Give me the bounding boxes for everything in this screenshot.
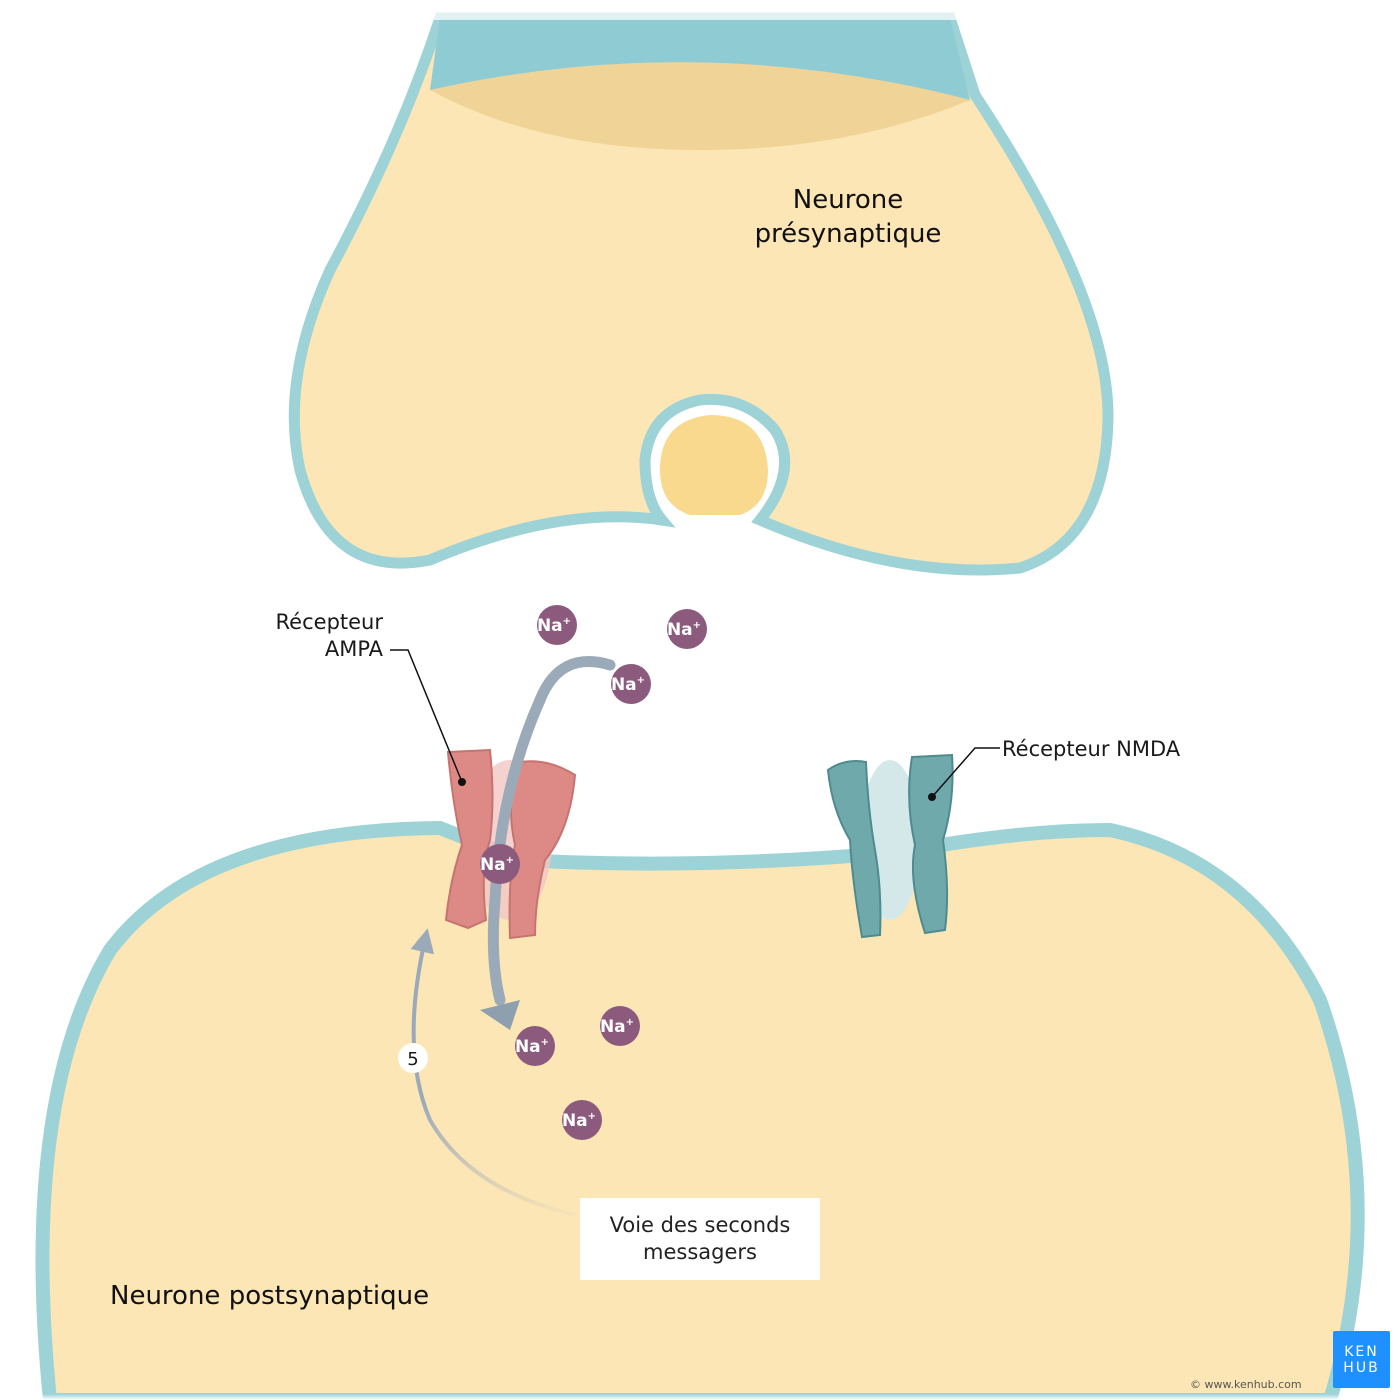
sodium-ion: Na+ bbox=[537, 605, 577, 645]
ampa-leader-line bbox=[390, 649, 463, 783]
second-messenger-arrow bbox=[410, 928, 576, 1217]
second-messenger-pathway-label: Voie des seconds messagers bbox=[580, 1198, 820, 1280]
nmda-leader-dot bbox=[928, 793, 936, 801]
second-messenger-line2: messagers bbox=[643, 1240, 757, 1264]
ion-flow-arrow bbox=[487, 656, 616, 1006]
sodium-ion: Na+ bbox=[515, 1026, 555, 1066]
postsynaptic-neuron bbox=[0, 820, 1400, 1400]
step-5-marker: 5 bbox=[398, 1043, 428, 1073]
presynaptic-label-line2: présynaptique bbox=[755, 219, 942, 249]
step-number: 5 bbox=[407, 1049, 418, 1070]
nmda-label: Récepteur NMDA bbox=[1002, 737, 1181, 761]
sodium-ion: Na+ bbox=[611, 664, 651, 704]
sodium-ion: Na+ bbox=[562, 1100, 602, 1140]
svg-text:Na+: Na+ bbox=[600, 1017, 634, 1037]
nmda-leader-line bbox=[931, 747, 1000, 798]
nmda-receptor bbox=[826, 753, 954, 939]
presynaptic-label-line1: Neurone bbox=[793, 185, 903, 215]
svg-text:Na+: Na+ bbox=[515, 1037, 549, 1057]
svg-text:Na+: Na+ bbox=[537, 616, 571, 636]
svg-text:Na+: Na+ bbox=[611, 675, 645, 695]
ampa-label-line1: Récepteur bbox=[276, 610, 384, 634]
sodium-ion: Na+ bbox=[667, 609, 707, 649]
svg-text:Na+: Na+ bbox=[480, 855, 514, 875]
second-messenger-line1: Voie des seconds bbox=[609, 1213, 791, 1237]
postsynaptic-label: Neurone postsynaptique bbox=[110, 1281, 429, 1311]
presynaptic-neuron bbox=[288, 0, 1114, 576]
ampa-label-line2: AMPA bbox=[325, 637, 384, 661]
ampa-leader-dot bbox=[458, 778, 466, 786]
svg-text:Na+: Na+ bbox=[667, 620, 701, 640]
svg-text:Na+: Na+ bbox=[562, 1111, 596, 1131]
sodium-ion: Na+ bbox=[600, 1006, 640, 1046]
watermark-text: © www.kenhub.com bbox=[1190, 1378, 1302, 1391]
sodium-ion: Na+ bbox=[480, 844, 520, 884]
ion-flow-arrowhead bbox=[480, 1000, 520, 1030]
